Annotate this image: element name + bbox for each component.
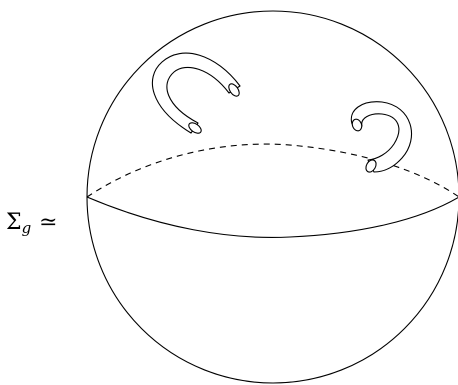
handle-2 xyxy=(351,102,412,174)
handle-2-tube xyxy=(351,102,411,172)
sphere-outline xyxy=(87,11,458,383)
handle-1-tube xyxy=(152,53,240,133)
equator-front xyxy=(87,197,458,237)
handle-1 xyxy=(152,53,241,135)
